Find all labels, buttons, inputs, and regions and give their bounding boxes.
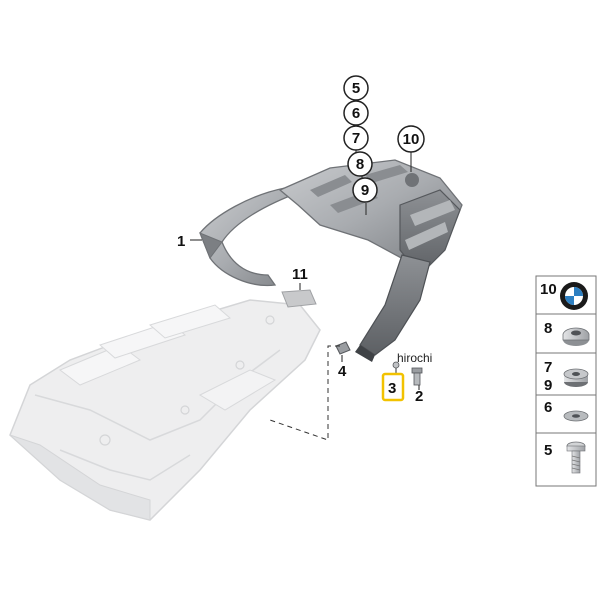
callout-3: 3 bbox=[388, 380, 396, 397]
rear-cover-panel bbox=[9, 299, 321, 521]
callout-2: 2 bbox=[415, 388, 423, 405]
legend-label-6: 6 bbox=[544, 399, 552, 416]
circle-callout-10: 10 bbox=[397, 125, 425, 153]
circle-callout-7-label: 7 bbox=[352, 130, 360, 147]
callout-11: 11 bbox=[292, 266, 308, 283]
circle-callout-8-label: 8 bbox=[356, 156, 364, 173]
circle-callout-6-label: 6 bbox=[352, 105, 360, 122]
nut-part-4 bbox=[335, 341, 351, 355]
legend-row-7-9: 7 9 bbox=[544, 359, 589, 394]
legend-row-6: 6 bbox=[544, 399, 589, 422]
rubber-bushing-icon bbox=[563, 368, 589, 387]
legend-row-10: 10 bbox=[540, 281, 588, 310]
callout-1: 1 bbox=[177, 233, 185, 250]
legend-row-5: 5 bbox=[544, 441, 586, 474]
circle-callout-6: 6 bbox=[343, 100, 369, 126]
circle-callout-9-label: 9 bbox=[361, 182, 369, 199]
adhesive-pad bbox=[281, 289, 317, 308]
legend-label-5: 5 bbox=[544, 442, 552, 459]
legend-label-9: 9 bbox=[544, 377, 552, 394]
legend-label-10: 10 bbox=[540, 281, 557, 298]
circle-callout-8: 8 bbox=[347, 151, 373, 177]
legend-label-7: 7 bbox=[544, 359, 552, 376]
circle-callout-10-label: 10 bbox=[403, 131, 420, 148]
bmw-logo-icon bbox=[560, 282, 588, 310]
hex-bolt-icon bbox=[566, 441, 586, 474]
circle-callout-5-label: 5 bbox=[352, 80, 360, 97]
mounting-grommet-icon bbox=[562, 327, 590, 346]
dashed-assembly-lines bbox=[269, 345, 397, 441]
circle-callout-7: 7 bbox=[343, 125, 369, 151]
circle-callout-5: 5 bbox=[343, 75, 369, 101]
washer-icon bbox=[563, 410, 589, 422]
callout-3-highlight bbox=[381, 372, 405, 402]
callout-4: 4 bbox=[338, 363, 347, 380]
legend-label-8: 8 bbox=[544, 320, 552, 337]
watermark-text: hirochi bbox=[397, 351, 432, 365]
bolt-part-2 bbox=[411, 367, 423, 386]
circle-callout-9: 9 bbox=[352, 177, 378, 203]
legend-row-8: 8 bbox=[544, 320, 590, 346]
parts-legend: 10 8 7 9 bbox=[535, 275, 597, 487]
